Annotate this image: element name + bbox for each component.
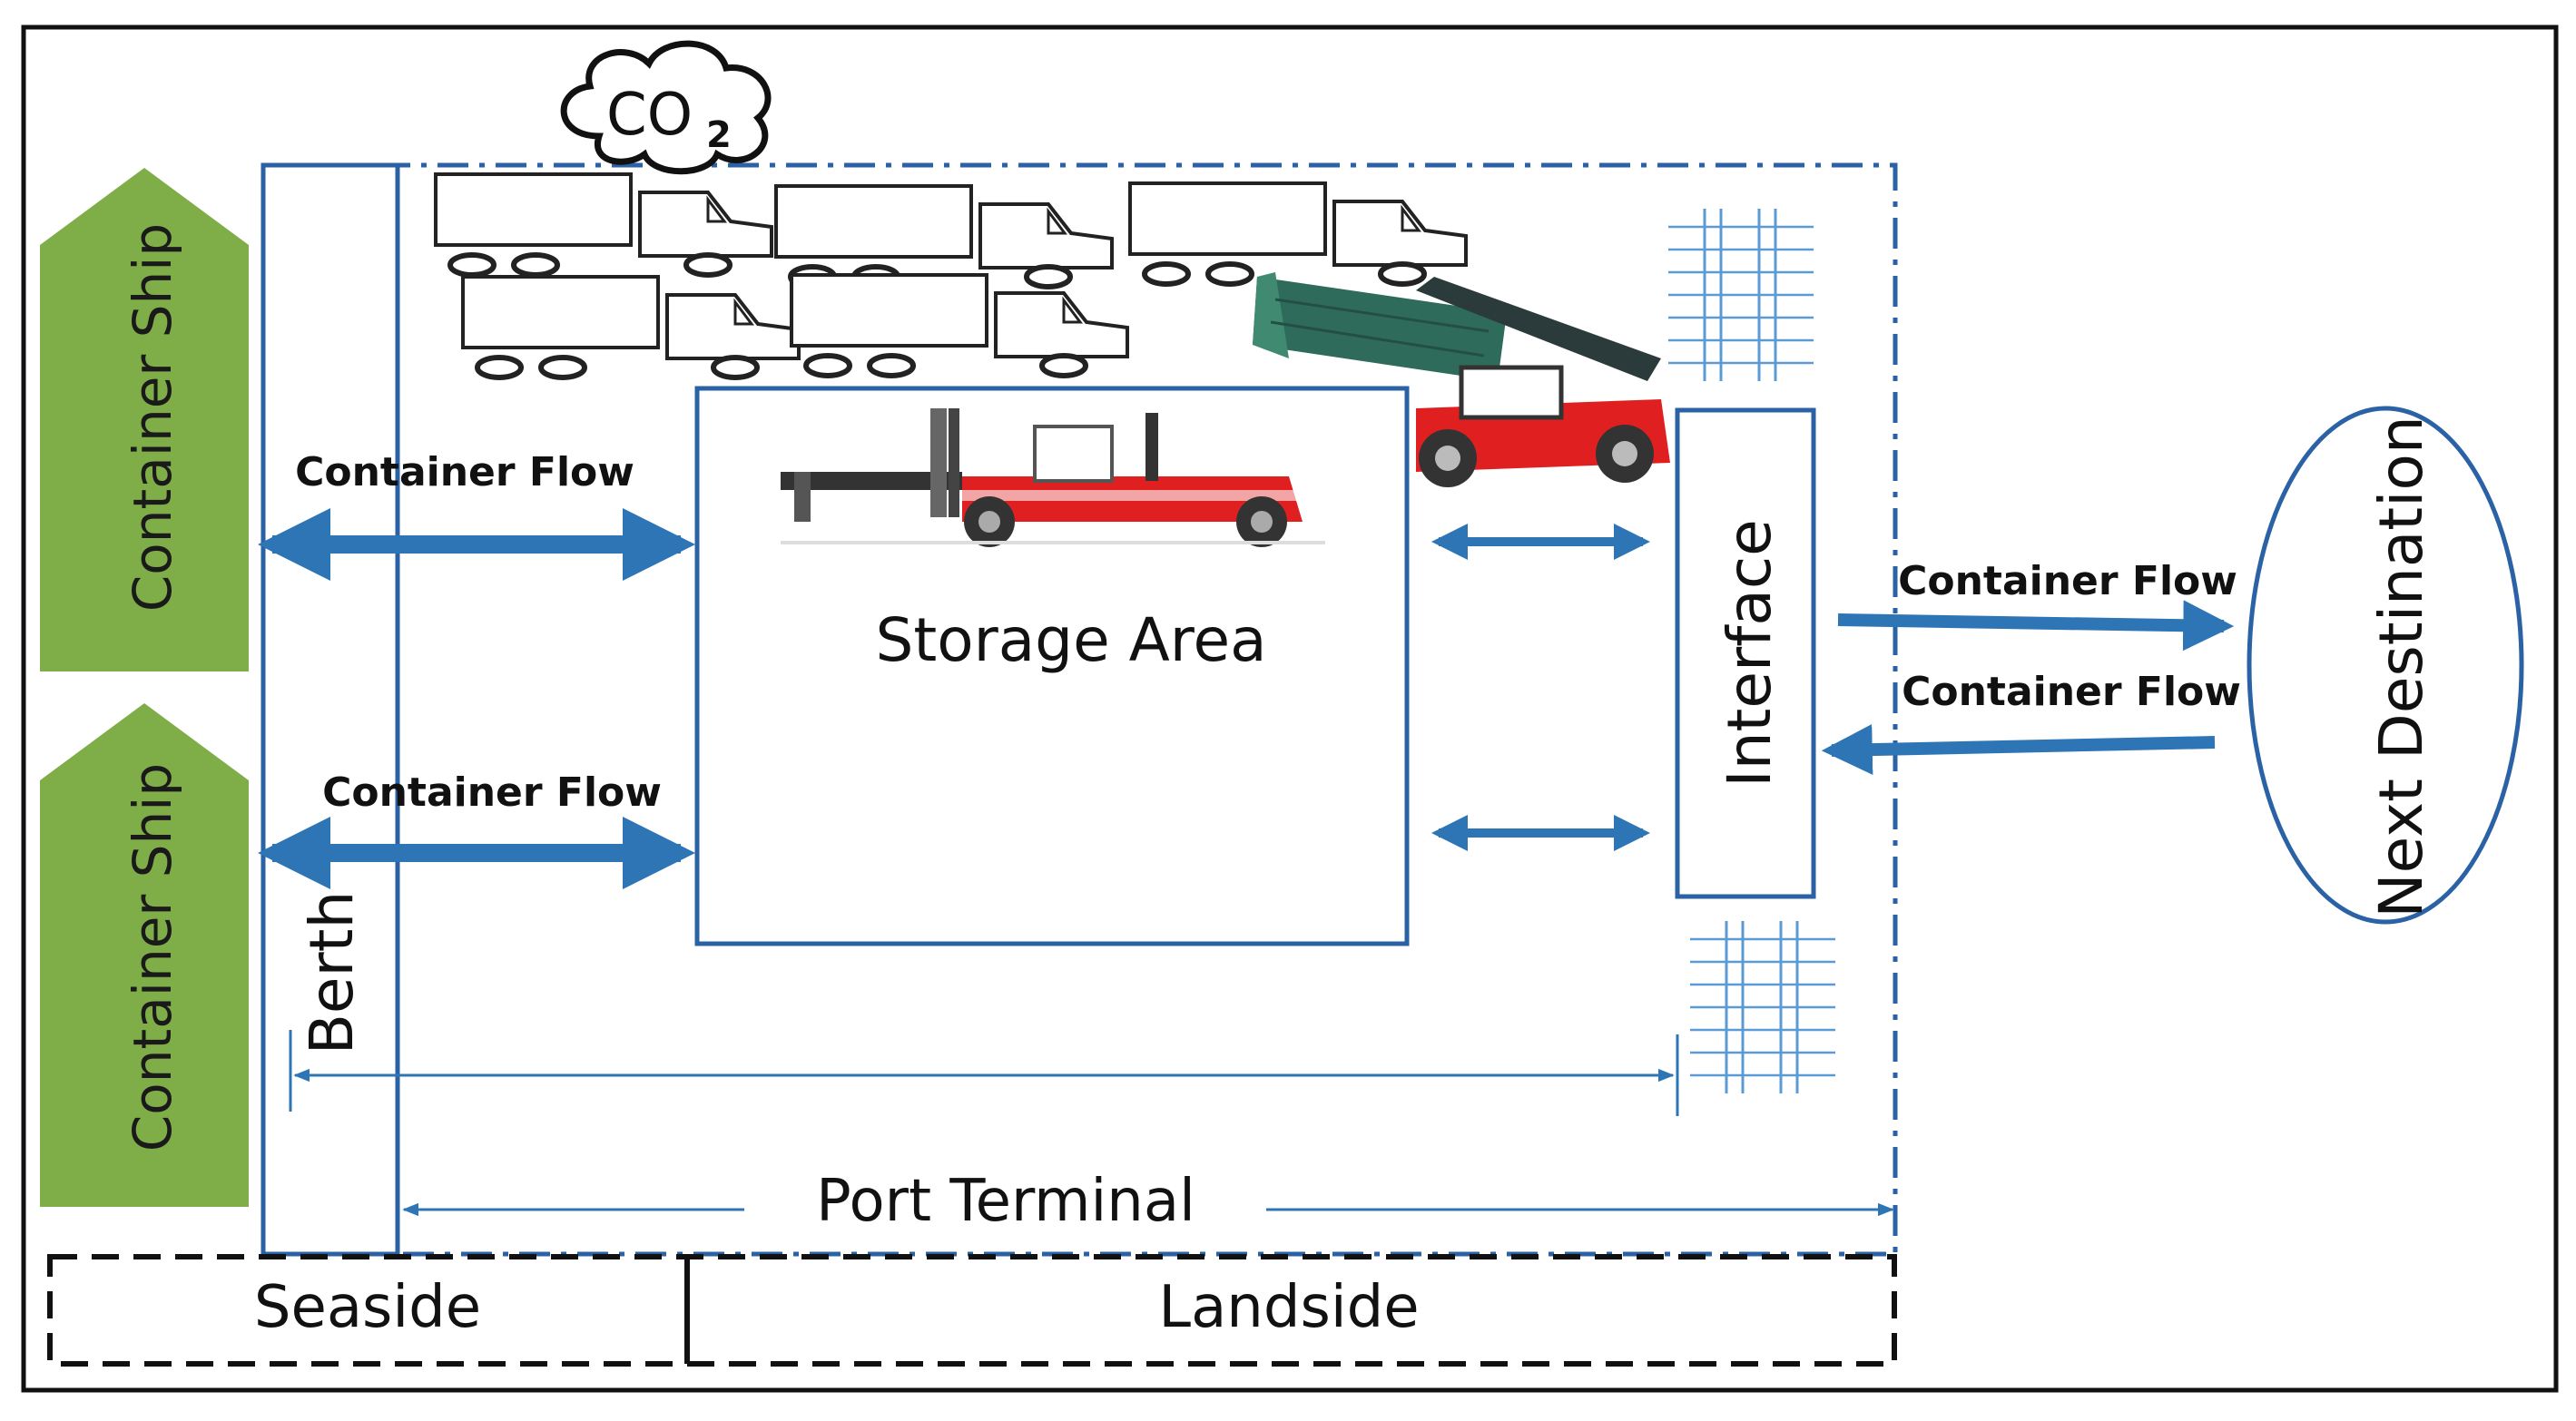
container-ship-top: Container Ship [40,168,249,671]
co2-label: CO [606,82,693,149]
container-handler-icon [781,408,1325,547]
container-ship-bottom-label: Container Ship [122,763,183,1152]
co2-cloud-icon: CO 2 [560,40,772,175]
container-ship-top-label: Container Ship [122,223,183,612]
flow-label-top-left: Container Flow [295,449,634,495]
next-destination-label: Next Destination [2366,416,2436,917]
berth-label: Berth [297,891,367,1055]
reach-stacker-icon [1253,272,1670,487]
co2-subscript: 2 [706,114,732,156]
seaside-label: Seaside [254,1274,481,1341]
flow-label-out: Container Flow [1898,558,2237,604]
landside-label: Landside [1158,1274,1419,1341]
port-terminal-label: Port Terminal [816,1168,1195,1235]
flow-arrow-out [1837,600,2235,652]
storage-area-label: Storage Area [875,605,1266,675]
seaside-landside-box [47,1254,1897,1367]
next-destination-ellipse [2247,406,2524,925]
flow-arrow-in [1821,724,2216,776]
flow-label-in: Container Flow [1902,669,2241,715]
flow-label-bottom-left: Container Flow [322,769,662,816]
berth-box [261,162,400,1257]
interface-label: Interface [1715,519,1785,788]
interface-box [1675,407,1816,899]
container-ship-bottom: Container Ship [40,703,249,1207]
